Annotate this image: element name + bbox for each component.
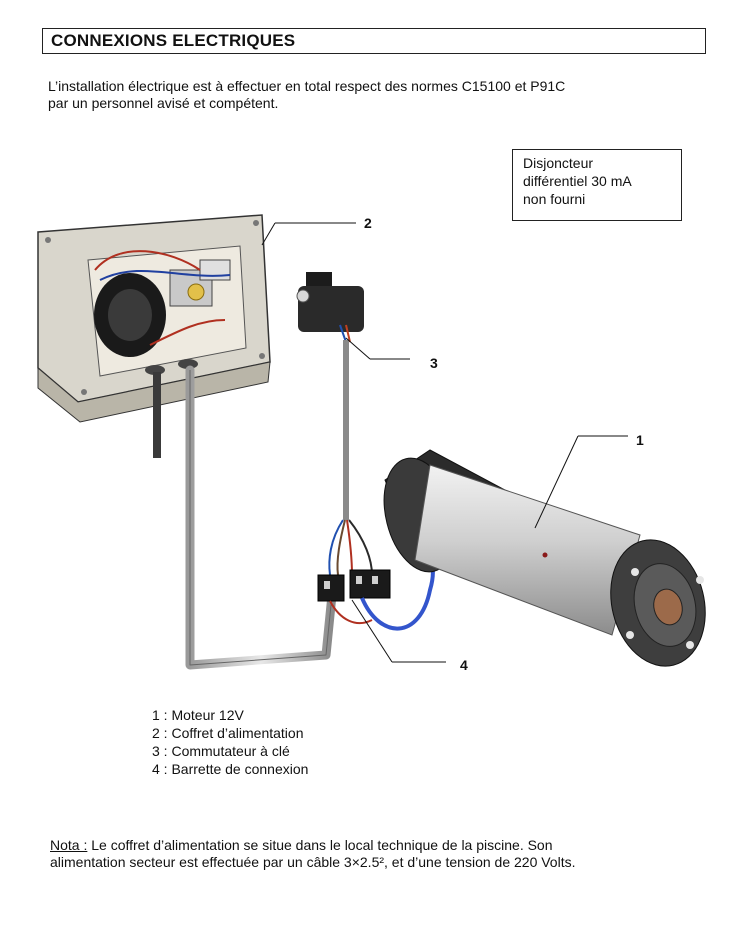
intro-line-1: L’installation électrique est à effectue… bbox=[48, 78, 566, 94]
intro-line-2: par un personnel avisé et compétent. bbox=[48, 95, 279, 111]
key-switch bbox=[296, 272, 364, 343]
parts-legend: 1 : Moteur 12V 2 : Coffret d’alimentatio… bbox=[152, 706, 308, 778]
callout-3: 3 bbox=[430, 355, 438, 371]
nota-line-2: alimentation secteur est effectuée par u… bbox=[50, 854, 576, 870]
breaker-note-line-3: non fourni bbox=[523, 191, 586, 207]
section-title-box: CONNEXIONS ELECTRIQUES bbox=[42, 28, 706, 54]
intro-paragraph: L’installation électrique est à effectue… bbox=[48, 78, 708, 112]
legend-item: 4 : Barrette de connexion bbox=[152, 761, 309, 777]
legend-item: 1 : Moteur 12V bbox=[152, 707, 244, 723]
callout-4: 4 bbox=[460, 657, 468, 673]
nota-paragraph: Nota : Le coffret d’alimentation se situ… bbox=[50, 837, 730, 871]
nota-line-1-text: Le coffret d’alimentation se situe dans … bbox=[87, 837, 553, 853]
callout-1: 1 bbox=[636, 432, 644, 448]
power-box bbox=[37, 214, 271, 458]
legend-item: 2 : Coffret d’alimentation bbox=[152, 725, 304, 741]
terminal-block bbox=[317, 569, 391, 602]
wiring-diagram: 2 3 1 4 bbox=[37, 214, 706, 673]
breaker-note-line-2: différentiel 30 mA bbox=[523, 173, 632, 189]
breaker-note-box: Disjoncteur différentiel 30 mA non fourn… bbox=[512, 149, 682, 221]
legend-item: 3 : Commutateur à clé bbox=[152, 743, 290, 759]
breaker-note-line-1: Disjoncteur bbox=[523, 155, 594, 171]
callout-2: 2 bbox=[364, 215, 372, 231]
motor bbox=[383, 449, 706, 667]
nota-label: Nota : bbox=[50, 837, 88, 853]
conduit-pipe bbox=[185, 365, 337, 670]
nota-line-1: Nota : Le coffret d’alimentation se situ… bbox=[50, 837, 730, 854]
section-title: CONNEXIONS ELECTRIQUES bbox=[51, 31, 296, 50]
